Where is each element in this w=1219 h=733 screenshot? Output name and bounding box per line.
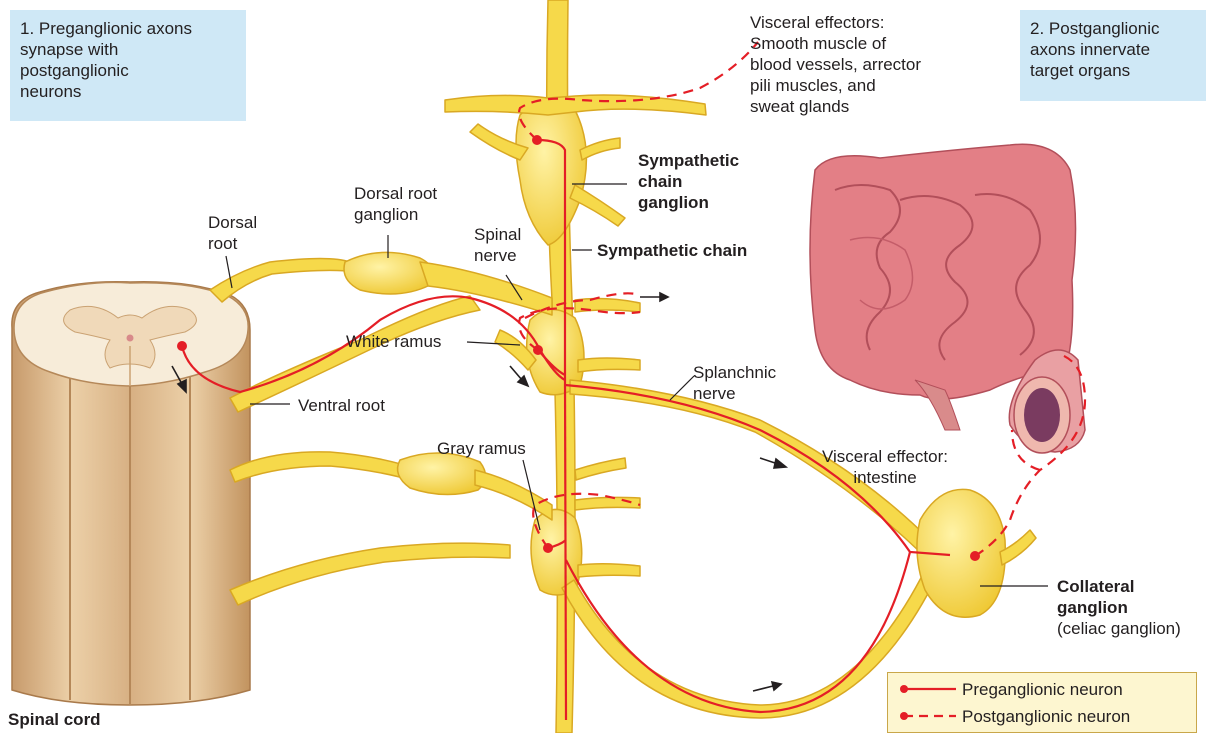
flow-arrows (172, 293, 786, 691)
label-dorsal-root-ganglion: Dorsal root ganglion (354, 183, 437, 225)
label-ventral-root: Ventral root (298, 395, 385, 416)
label-white-ramus: White ramus (346, 331, 441, 352)
label-visceral-effectors: Visceral effectors: Smooth muscle of blo… (750, 12, 921, 117)
spinal-cord (12, 282, 250, 705)
label-spinal-nerve: Spinal nerve (474, 224, 521, 266)
label-splanchnic-nerve: Splanchnic nerve (693, 362, 776, 404)
callout-preganglionic-synapse: 1. Preganglionic axons synapse with post… (10, 10, 246, 121)
callout-postganglionic-innervate: 2. Postganglionic axons innervate target… (1020, 10, 1206, 101)
label-sympathetic-chain: Sympathetic chain (597, 240, 747, 261)
legend-row-postganglionic: Postganglionic neuron (888, 704, 1196, 730)
upper-chain-ganglion (516, 101, 586, 245)
label-gray-ramus: Gray ramus (437, 438, 526, 459)
legend-label-preganglionic: Preganglionic neuron (962, 679, 1123, 700)
postganglionic-dash-icon (888, 704, 958, 730)
legend: Preganglionic neuron Postganglionic neur… (887, 672, 1197, 733)
label-spinal-cord: Spinal cord (8, 709, 101, 730)
dorsal-root-ganglion (344, 252, 433, 294)
label-collateral-ganglion: Collateral ganglion (1057, 576, 1134, 618)
legend-row-preganglionic: Preganglionic neuron (888, 677, 1196, 703)
intestine-illustration (810, 144, 1085, 453)
label-visceral-effector-intestine: Visceral effector: intestine (822, 446, 948, 488)
label-celiac-ganglion: (celiac ganglion) (1057, 618, 1181, 639)
label-dorsal-root: Dorsal root (208, 212, 257, 254)
label-sympathetic-chain-ganglion: Sympathetic chain ganglion (638, 150, 739, 213)
legend-label-postganglionic: Postganglionic neuron (962, 706, 1130, 727)
preganglionic-line-icon (888, 677, 958, 703)
